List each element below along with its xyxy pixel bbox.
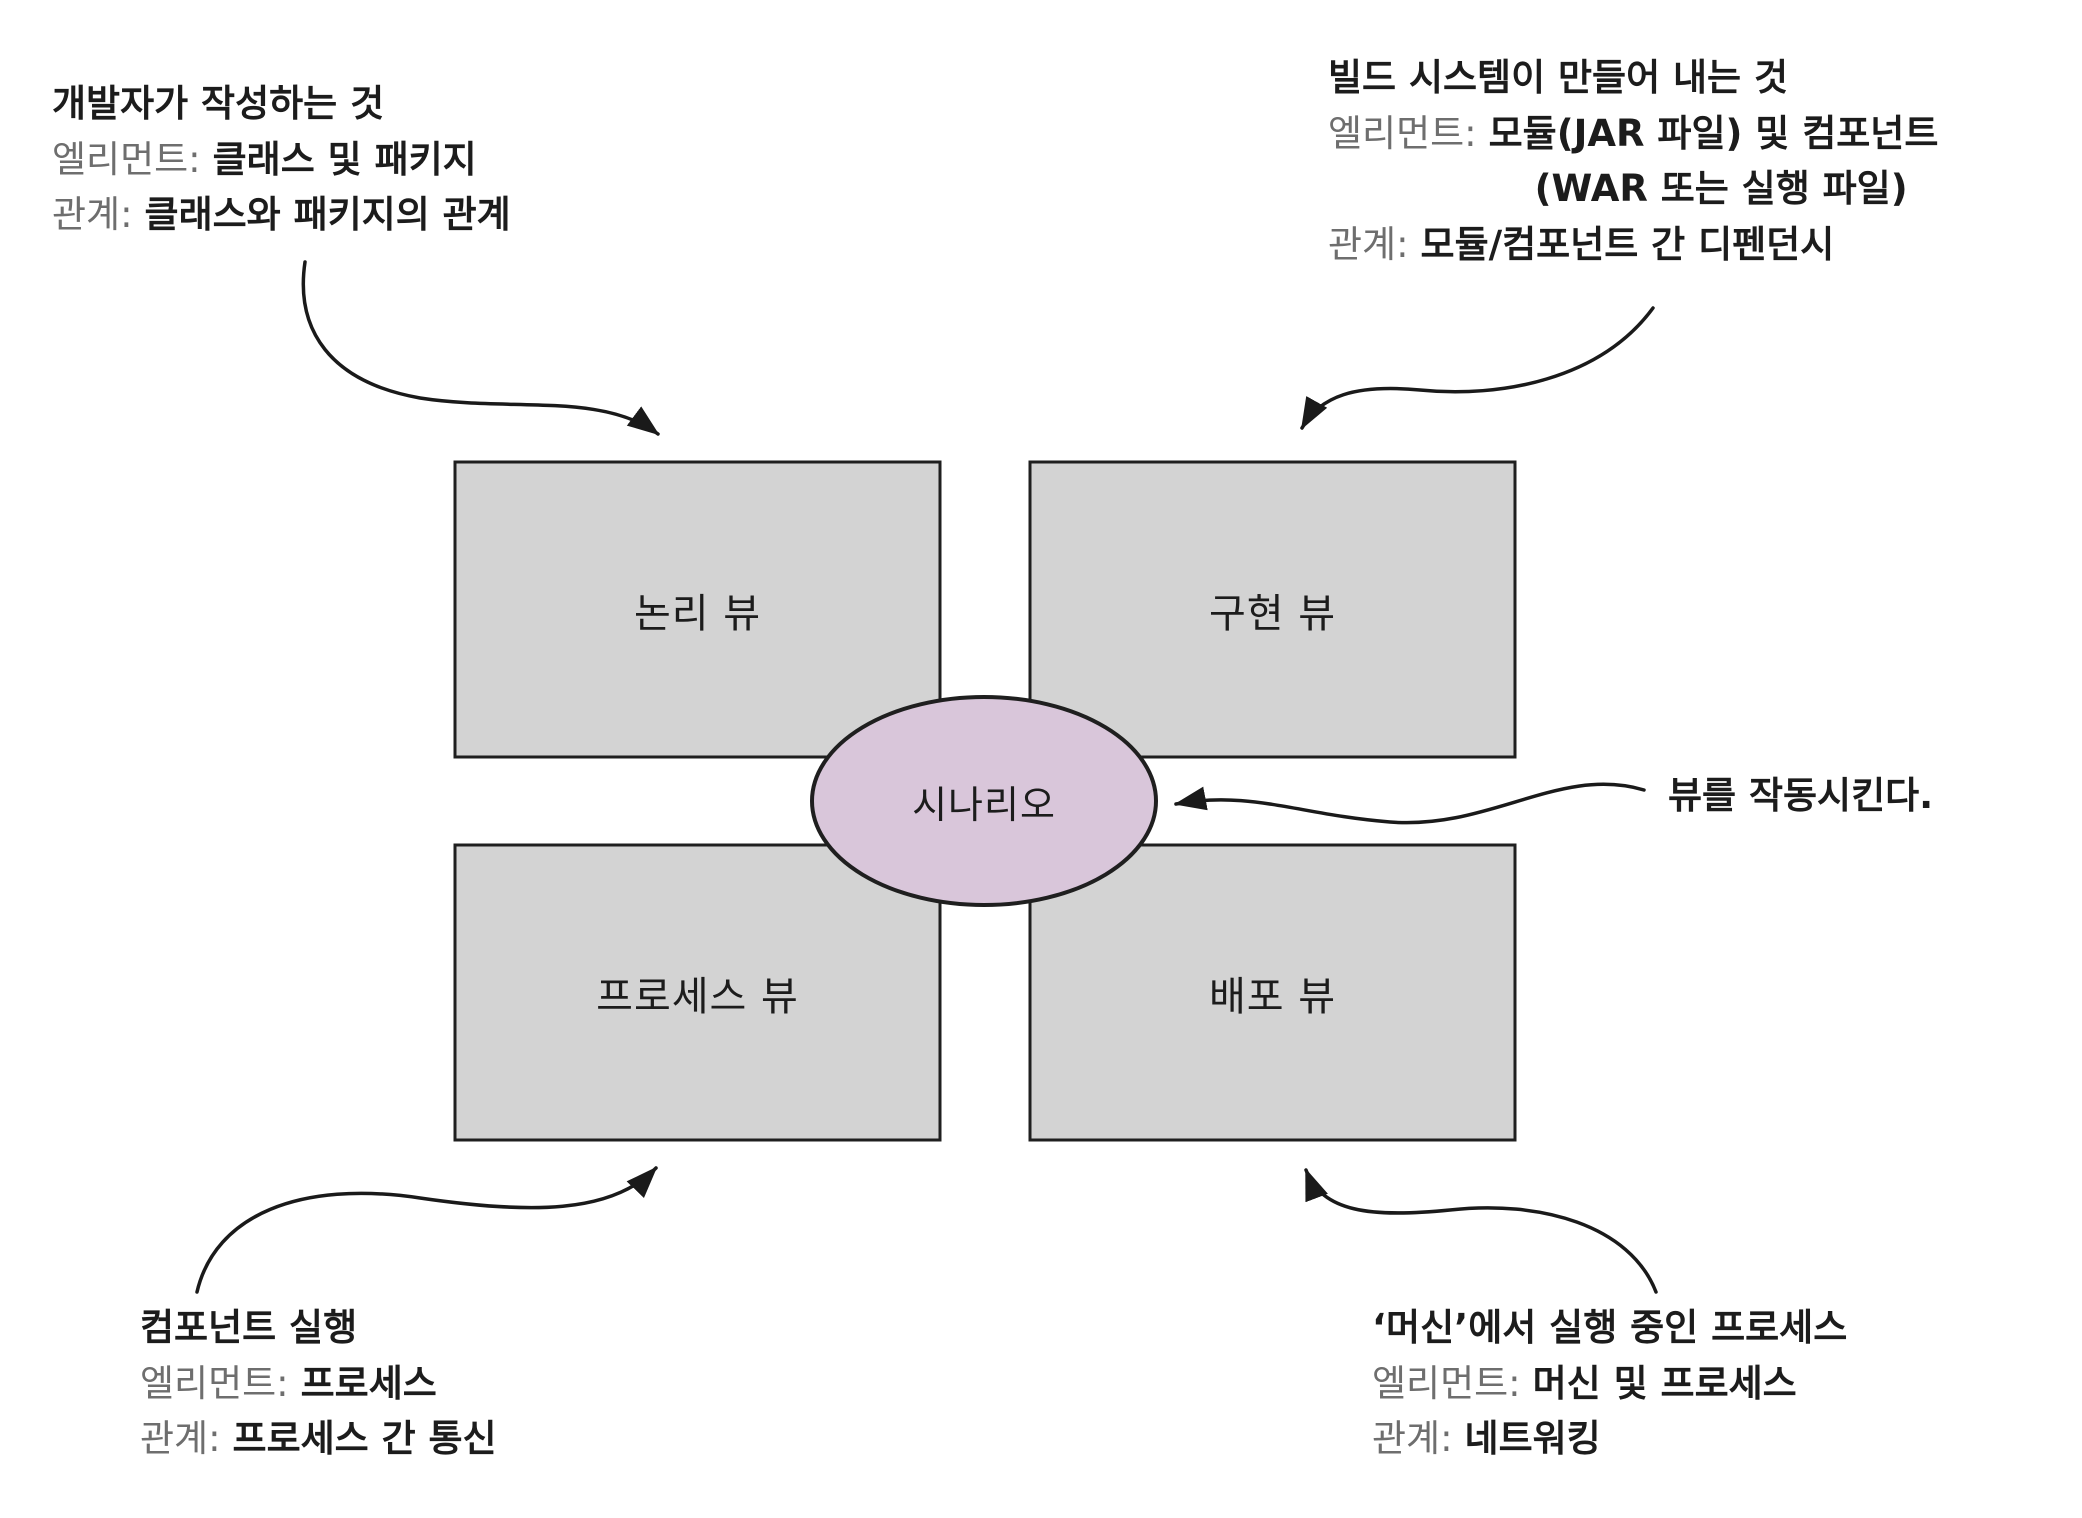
process-view-label: 프로세스 뷰 xyxy=(596,973,799,1020)
annotation-implementation-view: 빌드 시스템이 만들어 내는 것 엘리먼트: 모듈(JAR 파일) 및 컴포넌트… xyxy=(1328,50,1938,272)
annotation-title: 빌드 시스템이 만들어 내는 것 xyxy=(1328,56,1789,99)
scenario-label: 시나리오 xyxy=(912,782,1056,827)
relation-key: 관계: xyxy=(1372,1417,1453,1460)
relation-value: 프로세스 간 통신 xyxy=(232,1417,497,1460)
element-key: 엘리먼트: xyxy=(52,137,201,181)
logical-view-box xyxy=(453,460,942,759)
annotation-title: 개발자가 작성하는 것 xyxy=(52,82,385,125)
relation-value: 클래스와 패키지의 관계 xyxy=(144,193,511,236)
scenario-note: 뷰를 작동시킨다. xyxy=(1668,774,1934,817)
relation-key: 관계: xyxy=(52,193,133,236)
relation-value: 네트워킹 xyxy=(1464,1417,1601,1460)
arrow-to-logical-view xyxy=(301,260,660,436)
annotation-scenario: 뷰를 작동시킨다. xyxy=(1668,768,1933,824)
element-value-line2: (WAR 또는 실행 파일) xyxy=(1534,167,1908,210)
process-view-box xyxy=(453,843,942,1142)
element-key: 엘리먼트: xyxy=(1328,111,1477,155)
arrow-to-implementation-view xyxy=(1300,306,1655,430)
annotation-title: ‘머신’에서 실행 중인 프로세스 xyxy=(1372,1306,1848,1349)
element-value: 모듈(JAR 파일) 및 컴포넌트 xyxy=(1488,111,1939,155)
scenario-ellipse xyxy=(810,695,1158,907)
element-key: 엘리먼트: xyxy=(1372,1361,1521,1405)
arrow-to-deployment-view xyxy=(1304,1168,1658,1294)
logical-view-label: 논리 뷰 xyxy=(633,590,762,637)
deployment-view-box xyxy=(1028,843,1517,1142)
implementation-view-box xyxy=(1028,460,1517,759)
arrow-to-process-view xyxy=(195,1166,658,1294)
arrow-to-scenario-ellipse xyxy=(1174,782,1646,825)
relation-key: 관계: xyxy=(1328,222,1409,266)
element-value: 프로세스 xyxy=(300,1361,437,1405)
element-value: 머신 및 프로세스 xyxy=(1532,1361,1797,1405)
implementation-view-label: 구현 뷰 xyxy=(1208,590,1337,637)
annotation-title: 컴포넌트 실행 xyxy=(140,1306,358,1349)
deployment-view-label: 배포 뷰 xyxy=(1208,973,1337,1020)
annotation-logical-view: 개발자가 작성하는 것 엘리먼트: 클래스 및 패키지 관계: 클래스와 패키지… xyxy=(52,76,511,243)
annotation-deployment-view: ‘머신’에서 실행 중인 프로세스 엘리먼트: 머신 및 프로세스 관계: 네트… xyxy=(1372,1300,1847,1467)
annotation-process-view: 컴포넌트 실행 엘리먼트: 프로세스 관계: 프로세스 간 통신 xyxy=(140,1300,497,1467)
relation-value: 모듈/컴포넌트 간 디펜던시 xyxy=(1420,222,1835,266)
element-key: 엘리먼트: xyxy=(140,1361,289,1405)
element-value: 클래스 및 패키지 xyxy=(212,137,477,181)
relation-key: 관계: xyxy=(140,1417,221,1460)
